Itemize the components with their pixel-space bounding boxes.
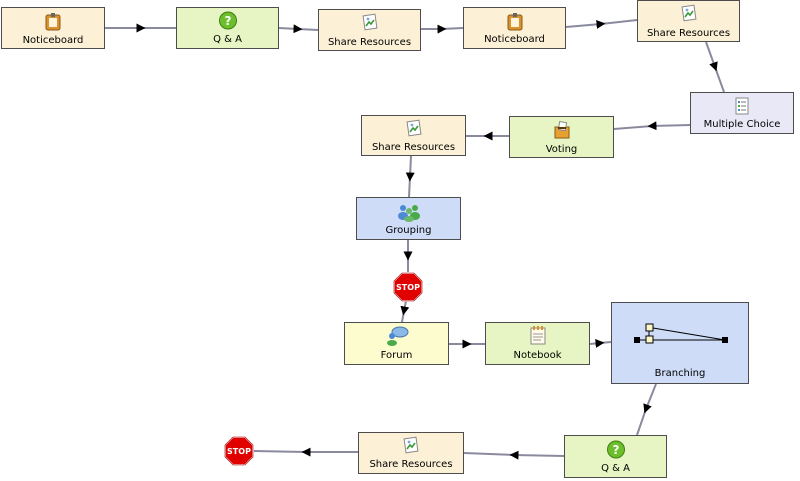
transition-arrow xyxy=(278,24,319,34)
activity-label: Share Resources xyxy=(646,28,731,39)
stop-sign-icon: STOP xyxy=(224,436,254,466)
activity-forum[interactable]: Forum xyxy=(344,322,449,365)
activity-notebook[interactable]: Notebook xyxy=(485,322,590,365)
svg-text:?: ? xyxy=(224,14,231,28)
noticeboard-icon xyxy=(507,13,522,31)
transition-arrow xyxy=(405,155,415,198)
transition-arrow xyxy=(421,24,464,34)
activity-qa[interactable]: ? Q & A xyxy=(564,435,667,478)
transition-arrow xyxy=(463,450,565,460)
activity-noticeboard[interactable]: Noticeboard xyxy=(1,7,105,49)
noticeboard-icon xyxy=(45,13,61,31)
transition-arrow xyxy=(589,338,612,348)
activity-label: Noticeboard xyxy=(484,34,545,45)
activity-share-resources[interactable]: Share Resources xyxy=(361,115,466,156)
share-resources-icon xyxy=(403,436,419,454)
share-resources-icon xyxy=(681,4,696,22)
activity-label: Share Resources xyxy=(369,459,453,470)
activity-multiple-choice[interactable]: Multiple Choice xyxy=(690,92,794,134)
activity-label: Notebook xyxy=(513,350,562,361)
branching-icon xyxy=(634,323,728,344)
multiple-choice-icon xyxy=(735,97,749,115)
activity-label: Share Resources xyxy=(327,37,412,48)
question-icon: ? xyxy=(606,440,625,459)
activity-label: Q & A xyxy=(213,34,242,45)
activity-label: Grouping xyxy=(385,225,432,236)
transition-arrow xyxy=(400,300,410,323)
activity-share-resources[interactable]: Share Resources xyxy=(318,9,421,51)
stop-label: STOP xyxy=(227,447,251,456)
share-resources-icon xyxy=(362,13,377,31)
activity-share-resources[interactable]: Share Resources xyxy=(637,0,740,42)
voting-icon xyxy=(554,121,569,139)
transition-arrow xyxy=(705,41,725,93)
transition-arrow xyxy=(613,121,691,131)
activity-noticeboard[interactable]: Noticeboard xyxy=(463,7,566,49)
activity-label: Branching xyxy=(654,368,706,379)
svg-text:?: ? xyxy=(612,443,619,457)
notebook-icon xyxy=(530,326,545,345)
stop-sign-icon: STOP xyxy=(393,272,423,302)
activity-label: Forum xyxy=(380,350,413,361)
activity-label: Q & A xyxy=(601,463,630,474)
question-icon: ? xyxy=(218,11,237,30)
activity-label: Voting xyxy=(545,144,578,155)
transition-arrow xyxy=(565,19,638,29)
stop-label: STOP xyxy=(396,283,420,292)
share-resources-icon xyxy=(406,119,421,137)
grouping-icon xyxy=(397,205,420,222)
transition-arrow xyxy=(253,447,358,457)
activity-label: Multiple Choice xyxy=(703,119,781,130)
activity-share-resources[interactable]: Share Resources xyxy=(358,432,464,474)
activity-label: Noticeboard xyxy=(22,35,84,46)
forum-icon xyxy=(386,326,408,346)
transition-arrow xyxy=(636,383,657,436)
activity-branching[interactable]: Branching xyxy=(611,302,749,384)
activity-qa[interactable]: ? Q & A xyxy=(176,7,279,49)
activity-grouping[interactable]: Grouping xyxy=(356,197,461,240)
activity-label: Share Resources xyxy=(371,142,456,153)
activity-voting[interactable]: Voting xyxy=(509,116,614,158)
